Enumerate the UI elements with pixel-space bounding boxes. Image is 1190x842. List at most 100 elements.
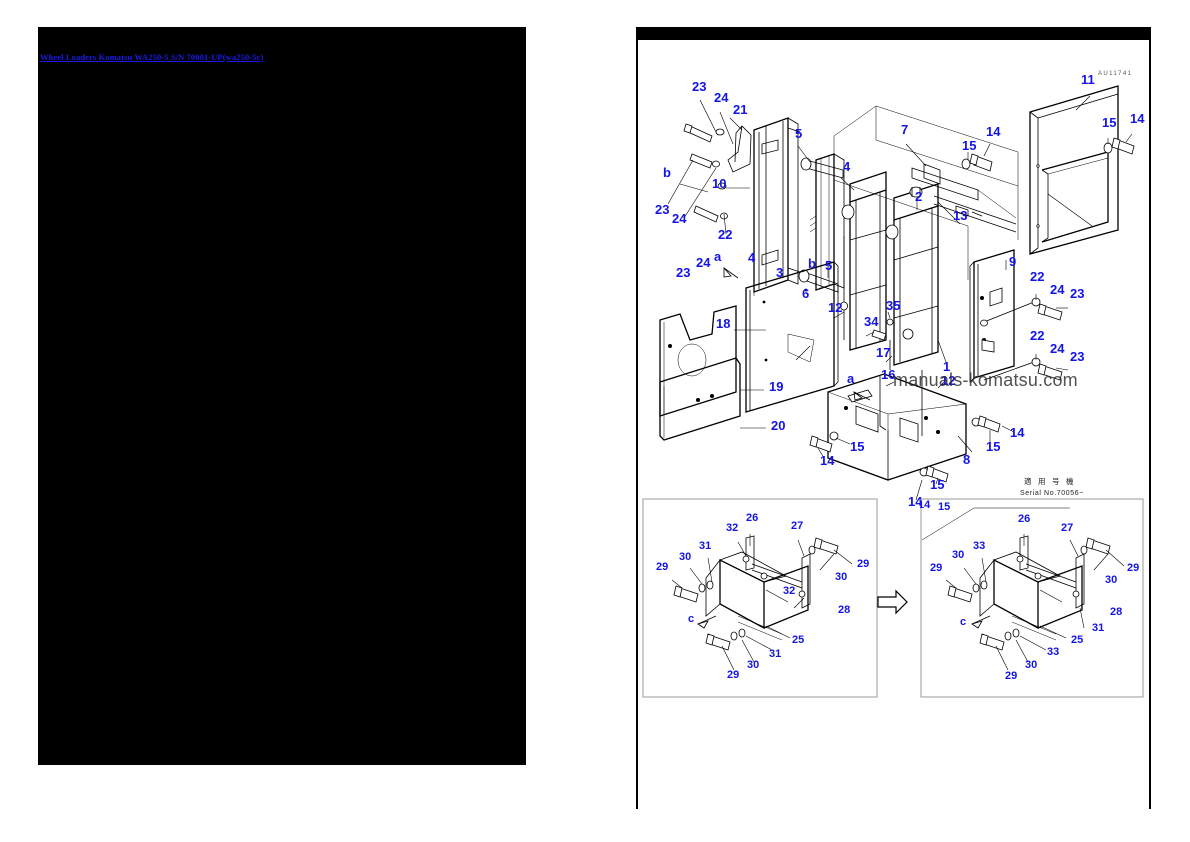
callout-9: 9 [1009, 254, 1016, 269]
callout-18: 18 [716, 316, 730, 331]
callout-29: 29 [1005, 670, 1017, 682]
transition-arrow-icon [877, 589, 908, 615]
callout-24: 24 [672, 211, 687, 226]
callout-31: 31 [769, 648, 781, 660]
callout-23: 23 [1070, 286, 1084, 301]
callout-14: 14 [920, 499, 931, 511]
callout-14: 14 [908, 494, 923, 509]
part-19-20-plates [659, 305, 766, 441]
callout-32: 32 [783, 585, 795, 597]
callout-11: 11 [1081, 72, 1095, 87]
callout-29: 29 [1127, 562, 1139, 574]
callout-33: 33 [973, 540, 985, 552]
callout-30: 30 [952, 549, 964, 561]
callout-22: 22 [1030, 269, 1044, 284]
callout-32: 32 [726, 522, 738, 534]
part-10-radiator-frame [753, 117, 801, 296]
callout-15: 15 [938, 501, 950, 513]
part-1-radiator [885, 183, 947, 366]
callout-3: 3 [776, 265, 783, 280]
callout-c: c [960, 616, 966, 628]
callout-27: 27 [1061, 522, 1073, 534]
main-assembly-drawing: 232421b10232422a5714151115144213232443b5… [655, 71, 1145, 509]
drawing-number: AU11741 [1098, 71, 1132, 77]
callout-29: 29 [930, 562, 942, 574]
callout-28: 28 [1110, 606, 1122, 618]
callout-15: 15 [986, 439, 1000, 454]
callout-27: 27 [791, 520, 803, 532]
callout-29: 29 [857, 558, 869, 570]
serial-note-box: 適 用 号 機 Serial No.70056~ [1020, 476, 1084, 497]
callout-25: 25 [1071, 634, 1083, 646]
callout-31: 31 [699, 540, 711, 552]
callout-35: 35 [886, 298, 900, 313]
callout-c: c [688, 613, 694, 625]
part-21-bracket [667, 99, 752, 235]
callout-b: b [808, 256, 816, 271]
callout-21: 21 [733, 102, 747, 117]
callout-25: 25 [792, 634, 804, 646]
callout-24: 24 [1050, 341, 1065, 356]
part-12-16-17-34-35 [833, 236, 945, 436]
callout-22: 22 [718, 227, 732, 242]
callout-14: 14 [1010, 425, 1025, 440]
callout-12: 12 [941, 373, 955, 388]
callout-23: 23 [692, 79, 706, 94]
fastener-14-15-bottom-center [915, 465, 949, 501]
callout-19: 19 [769, 379, 783, 394]
callout-15: 15 [1102, 115, 1116, 130]
callout-26: 26 [746, 512, 758, 524]
reference-marks [723, 266, 871, 401]
callout-14: 14 [986, 124, 1001, 139]
fastener-14-15-bottom-left [809, 431, 851, 459]
callout-30: 30 [1025, 659, 1037, 671]
callout-a: a [847, 371, 855, 386]
callout-23: 23 [655, 202, 669, 217]
callout-1: 1 [943, 359, 950, 374]
callout-24: 24 [1050, 282, 1065, 297]
svg-text:適 用 号 機: 適 用 号 機 [1024, 476, 1076, 486]
callout-5: 5 [825, 258, 832, 273]
document-preview-panel: Wheel Loaders Komatsu WA250-5 S/N 70001-… [38, 27, 526, 765]
fastener-14-15-bottom-right [971, 415, 1015, 444]
part-4-oil-cooler [840, 171, 887, 351]
callout-22: 22 [1030, 328, 1044, 343]
part-11-shroud [1029, 85, 1119, 255]
fastener-14-15-top [961, 143, 993, 172]
callout-17: 17 [876, 345, 890, 360]
svg-text:Serial No.70056~: Serial No.70056~ [1020, 490, 1084, 497]
fastener-22-24-23-right [980, 294, 1069, 381]
callout-29: 29 [727, 669, 739, 681]
callout-15: 15 [850, 439, 864, 454]
callout-26: 26 [1018, 513, 1030, 525]
callout-24: 24 [714, 90, 729, 105]
assembly-guide-box [833, 105, 1019, 280]
callout-2: 2 [915, 189, 922, 204]
callout-30: 30 [835, 571, 847, 583]
callout-4: 4 [748, 250, 756, 265]
callout-13: 13 [953, 208, 967, 223]
document-title-link[interactable]: Wheel Loaders Komatsu WA250-5 S/N 70001-… [40, 52, 264, 62]
callout-6: 6 [802, 286, 809, 301]
bracket-assembly-right [921, 507, 1125, 671]
callout-b: b [663, 165, 671, 180]
page-top-bar [638, 27, 1149, 40]
callout-8: 8 [963, 452, 970, 467]
callout-14: 14 [1130, 111, 1145, 126]
callout-31: 31 [1092, 622, 1104, 634]
part-18-panel [734, 261, 839, 413]
callout-15: 15 [930, 477, 944, 492]
site-watermark: manuals-komatsu.com [893, 370, 1078, 390]
callout-10: 10 [712, 176, 726, 191]
callout-30: 30 [747, 659, 759, 671]
part-7-13-rails [905, 143, 1017, 233]
callout-14: 14 [820, 453, 835, 468]
part-8-base-frame [827, 373, 973, 481]
